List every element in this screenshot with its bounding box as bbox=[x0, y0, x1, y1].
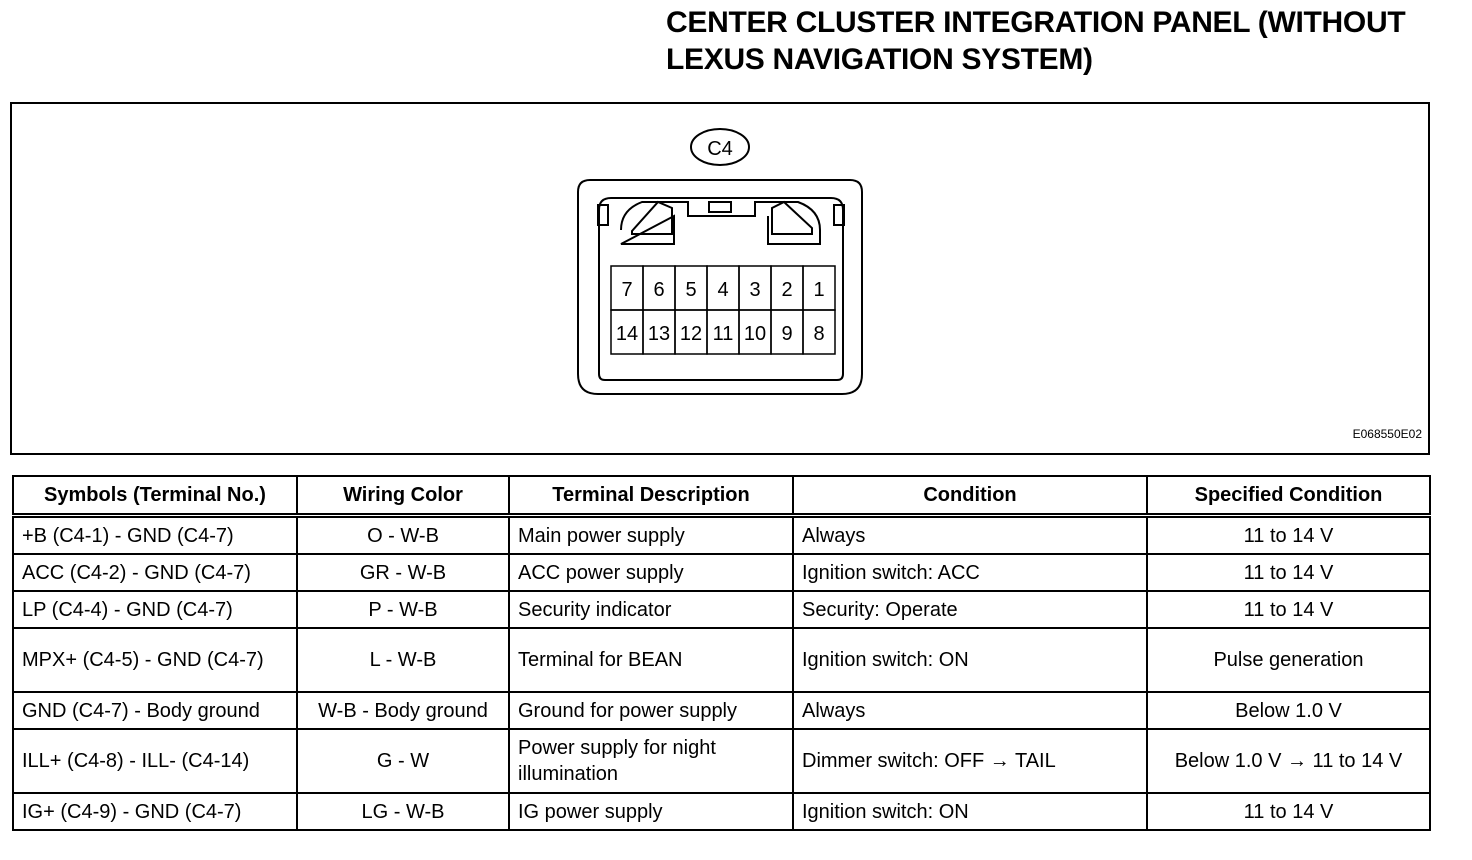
cell-symbols: LP (C4-4) - GND (C4-7) bbox=[12, 590, 298, 629]
cell-condition: Dimmer switch: OFF → TAIL bbox=[792, 728, 1148, 794]
connector-label-ellipse bbox=[690, 128, 750, 166]
cell-specified-condition: 11 to 14 V bbox=[1146, 553, 1431, 592]
cell-condition: Always bbox=[792, 514, 1148, 555]
cell-symbols: ILL+ (C4-8) - ILL- (C4-14) bbox=[12, 728, 298, 794]
header-condition: Condition bbox=[792, 475, 1148, 518]
cell-terminal-description: Terminal for BEAN bbox=[508, 627, 794, 693]
cell-wiring-color: LG - W-B bbox=[296, 792, 510, 831]
cell-specified-condition: 11 to 14 V bbox=[1146, 792, 1431, 831]
pin-number: 6 bbox=[653, 279, 664, 301]
table-header-row: Symbols (Terminal No.) Wiring Color Term… bbox=[12, 475, 1431, 518]
cell-terminal-description: Main power supply bbox=[508, 514, 794, 555]
cell-terminal-description: IG power supply bbox=[508, 792, 794, 831]
header-terminal-description: Terminal Description bbox=[508, 475, 794, 518]
table-row: GND (C4-7) - Body ground W-B - Body grou… bbox=[12, 691, 1431, 730]
cell-terminal-description: Ground for power supply bbox=[508, 691, 794, 730]
figure-code: E068550E02 bbox=[1352, 427, 1422, 441]
cell-condition: Ignition switch: ON bbox=[792, 627, 1148, 693]
cell-symbols: IG+ (C4-9) - GND (C4-7) bbox=[12, 792, 298, 831]
cell-condition: Ignition switch: ACC bbox=[792, 553, 1148, 592]
table-row: ACC (C4-2) - GND (C4-7) GR - W-B ACC pow… bbox=[12, 553, 1431, 592]
table-row: ILL+ (C4-8) - ILL- (C4-14) G - W Power s… bbox=[12, 728, 1431, 794]
cell-wiring-color: W-B - Body ground bbox=[296, 691, 510, 730]
cell-wiring-color: L - W-B bbox=[296, 627, 510, 693]
cell-specified-condition: Below 1.0 V bbox=[1146, 691, 1431, 730]
connector-right-tab bbox=[833, 204, 845, 226]
cell-specified-condition: 11 to 14 V bbox=[1146, 514, 1431, 555]
cell-condition: Ignition switch: ON bbox=[792, 792, 1148, 831]
connector-latch-rail bbox=[620, 201, 821, 245]
cell-symbols: GND (C4-7) - Body ground bbox=[12, 691, 298, 730]
cell-symbols: ACC (C4-2) - GND (C4-7) bbox=[12, 553, 298, 592]
pin-number: 12 bbox=[680, 323, 702, 345]
pin-number: 14 bbox=[616, 323, 638, 345]
table-row: +B (C4-1) - GND (C4-7) O - W-B Main powe… bbox=[12, 514, 1431, 555]
header-specified-condition: Specified Condition bbox=[1146, 475, 1431, 518]
pin-cell bbox=[802, 309, 836, 355]
connector-left-ear bbox=[631, 200, 673, 235]
connector-housing-outer bbox=[577, 179, 863, 395]
table-row: LP (C4-4) - GND (C4-7) P - W-B Security … bbox=[12, 590, 1431, 629]
header-symbols: Symbols (Terminal No.) bbox=[12, 475, 298, 518]
cell-specified-condition: Below 1.0 V → 11 to 14 V bbox=[1146, 728, 1431, 794]
pin-number: 7 bbox=[621, 279, 632, 301]
cell-wiring-color: P - W-B bbox=[296, 590, 510, 629]
page-title: CENTER CLUSTER INTEGRATION PANEL (WITHOU… bbox=[666, 6, 1406, 76]
cell-specified-condition: 11 to 14 V bbox=[1146, 590, 1431, 629]
header-wiring-color: Wiring Color bbox=[296, 475, 510, 518]
pin-number: 13 bbox=[648, 323, 670, 345]
pin-number: 1 bbox=[813, 279, 824, 301]
cell-wiring-color: O - W-B bbox=[296, 514, 510, 555]
connector-latch-slot bbox=[708, 201, 732, 213]
cell-wiring-color: GR - W-B bbox=[296, 553, 510, 592]
table-row: IG+ (C4-9) - GND (C4-7) LG - W-B IG powe… bbox=[12, 792, 1431, 831]
pin-number: 8 bbox=[813, 323, 824, 345]
cell-specified-condition: Pulse generation bbox=[1146, 627, 1431, 693]
pin-number: 2 bbox=[781, 279, 792, 301]
connector-left-tab bbox=[597, 204, 609, 226]
cell-symbols: +B (C4-1) - GND (C4-7) bbox=[12, 514, 298, 555]
connector-housing-inner bbox=[598, 197, 844, 381]
pin-number: 9 bbox=[781, 323, 792, 345]
cell-terminal-description: ACC power supply bbox=[508, 553, 794, 592]
cell-terminal-description: Security indicator bbox=[508, 590, 794, 629]
cell-terminal-description: Power supply for night illumination bbox=[508, 728, 794, 794]
pin-number: 5 bbox=[685, 279, 696, 301]
pin-number: 10 bbox=[744, 323, 766, 345]
table-row: MPX+ (C4-5) - GND (C4-7) L - W-B Termina… bbox=[12, 627, 1431, 693]
cell-condition: Security: Operate bbox=[792, 590, 1148, 629]
connector-right-ear bbox=[771, 200, 813, 235]
cell-condition: Always bbox=[792, 691, 1148, 730]
pin-number: 3 bbox=[749, 279, 760, 301]
cell-symbols: MPX+ (C4-5) - GND (C4-7) bbox=[12, 627, 298, 693]
cell-wiring-color: G - W bbox=[296, 728, 510, 794]
terminal-spec-table: Symbols (Terminal No.) Wiring Color Term… bbox=[12, 475, 1431, 831]
pin-number: 4 bbox=[717, 279, 728, 301]
connector-label: C4 bbox=[707, 138, 733, 160]
pin-number: 11 bbox=[713, 323, 734, 345]
